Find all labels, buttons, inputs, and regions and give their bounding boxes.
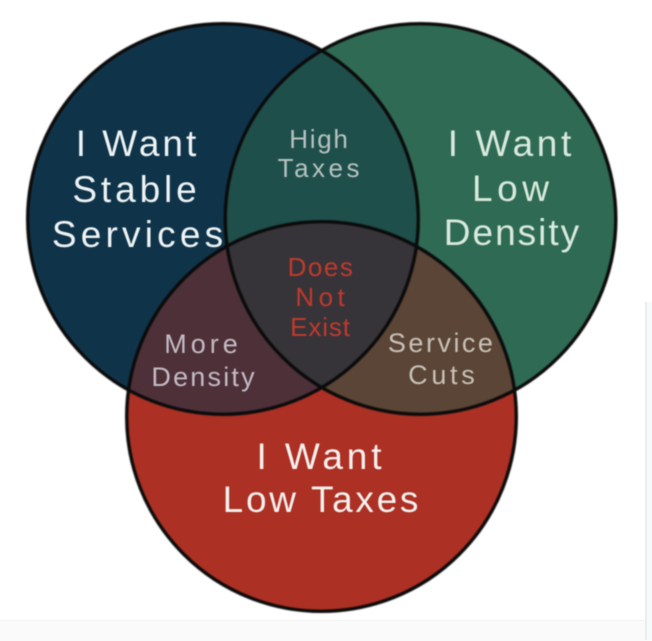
svg-text:Cuts: Cuts <box>408 360 478 390</box>
svg-text:Low Taxes: Low Taxes <box>223 479 421 520</box>
svg-text:High: High <box>289 124 349 154</box>
svg-text:More: More <box>164 329 242 359</box>
svg-text:Taxes: Taxes <box>278 153 363 183</box>
svg-text:Does: Does <box>288 252 355 282</box>
svg-text:Low: Low <box>472 168 554 209</box>
svg-text:I Want: I Want <box>448 123 575 164</box>
svg-text:Exist: Exist <box>290 312 351 342</box>
svg-text:Not: Not <box>295 282 349 312</box>
svg-text:Services: Services <box>52 214 227 255</box>
svg-text:Density: Density <box>444 212 581 253</box>
svg-text:I Want: I Want <box>257 436 386 477</box>
svg-text:Stable: Stable <box>72 169 200 210</box>
svg-text:Service: Service <box>388 328 496 358</box>
svg-text:I Want: I Want <box>76 123 200 164</box>
svg-text:Density: Density <box>151 362 256 392</box>
